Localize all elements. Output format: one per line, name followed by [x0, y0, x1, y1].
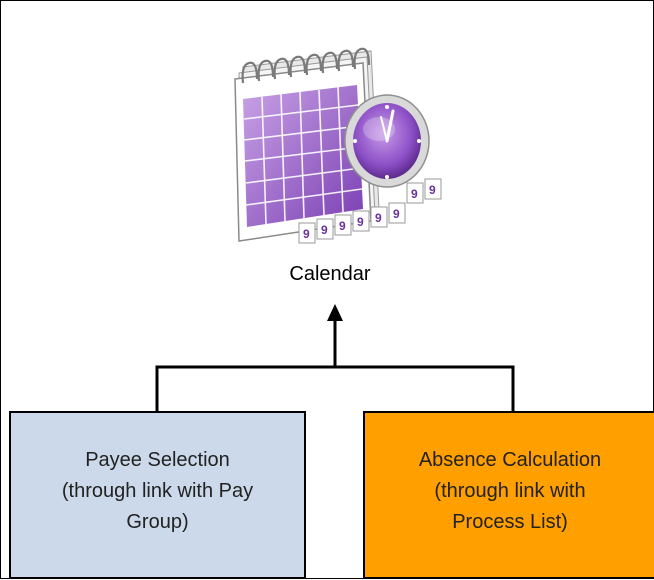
number-card-digit: 9: [303, 227, 310, 241]
payee-selection-box: Payee Selection (through link with Pay G…: [9, 411, 306, 579]
number-card-digit: 9: [339, 219, 346, 233]
connector-line: [155, 365, 515, 411]
clock-icon: [344, 94, 430, 188]
number-card-digit: 9: [375, 211, 382, 225]
number-card-digit: 9: [411, 187, 418, 201]
arrow-head: [327, 304, 343, 321]
absence-calculation-box: Absence Calculation (through link with P…: [363, 411, 654, 579]
number-card-digit: 9: [321, 223, 328, 237]
payee-selection-label: Payee Selection (through link with Pay G…: [61, 448, 254, 533]
calendar-label: Calendar: [289, 263, 371, 285]
number-card-digit: 9: [429, 183, 436, 197]
absence-calculation-label: Absence Calculation (through link with P…: [418, 448, 602, 533]
number-card-digit: 9: [357, 215, 364, 229]
number-card-digit: 9: [393, 207, 400, 221]
calendar-clock-icon: 9 9 9 9 9 9 9: [234, 47, 442, 244]
